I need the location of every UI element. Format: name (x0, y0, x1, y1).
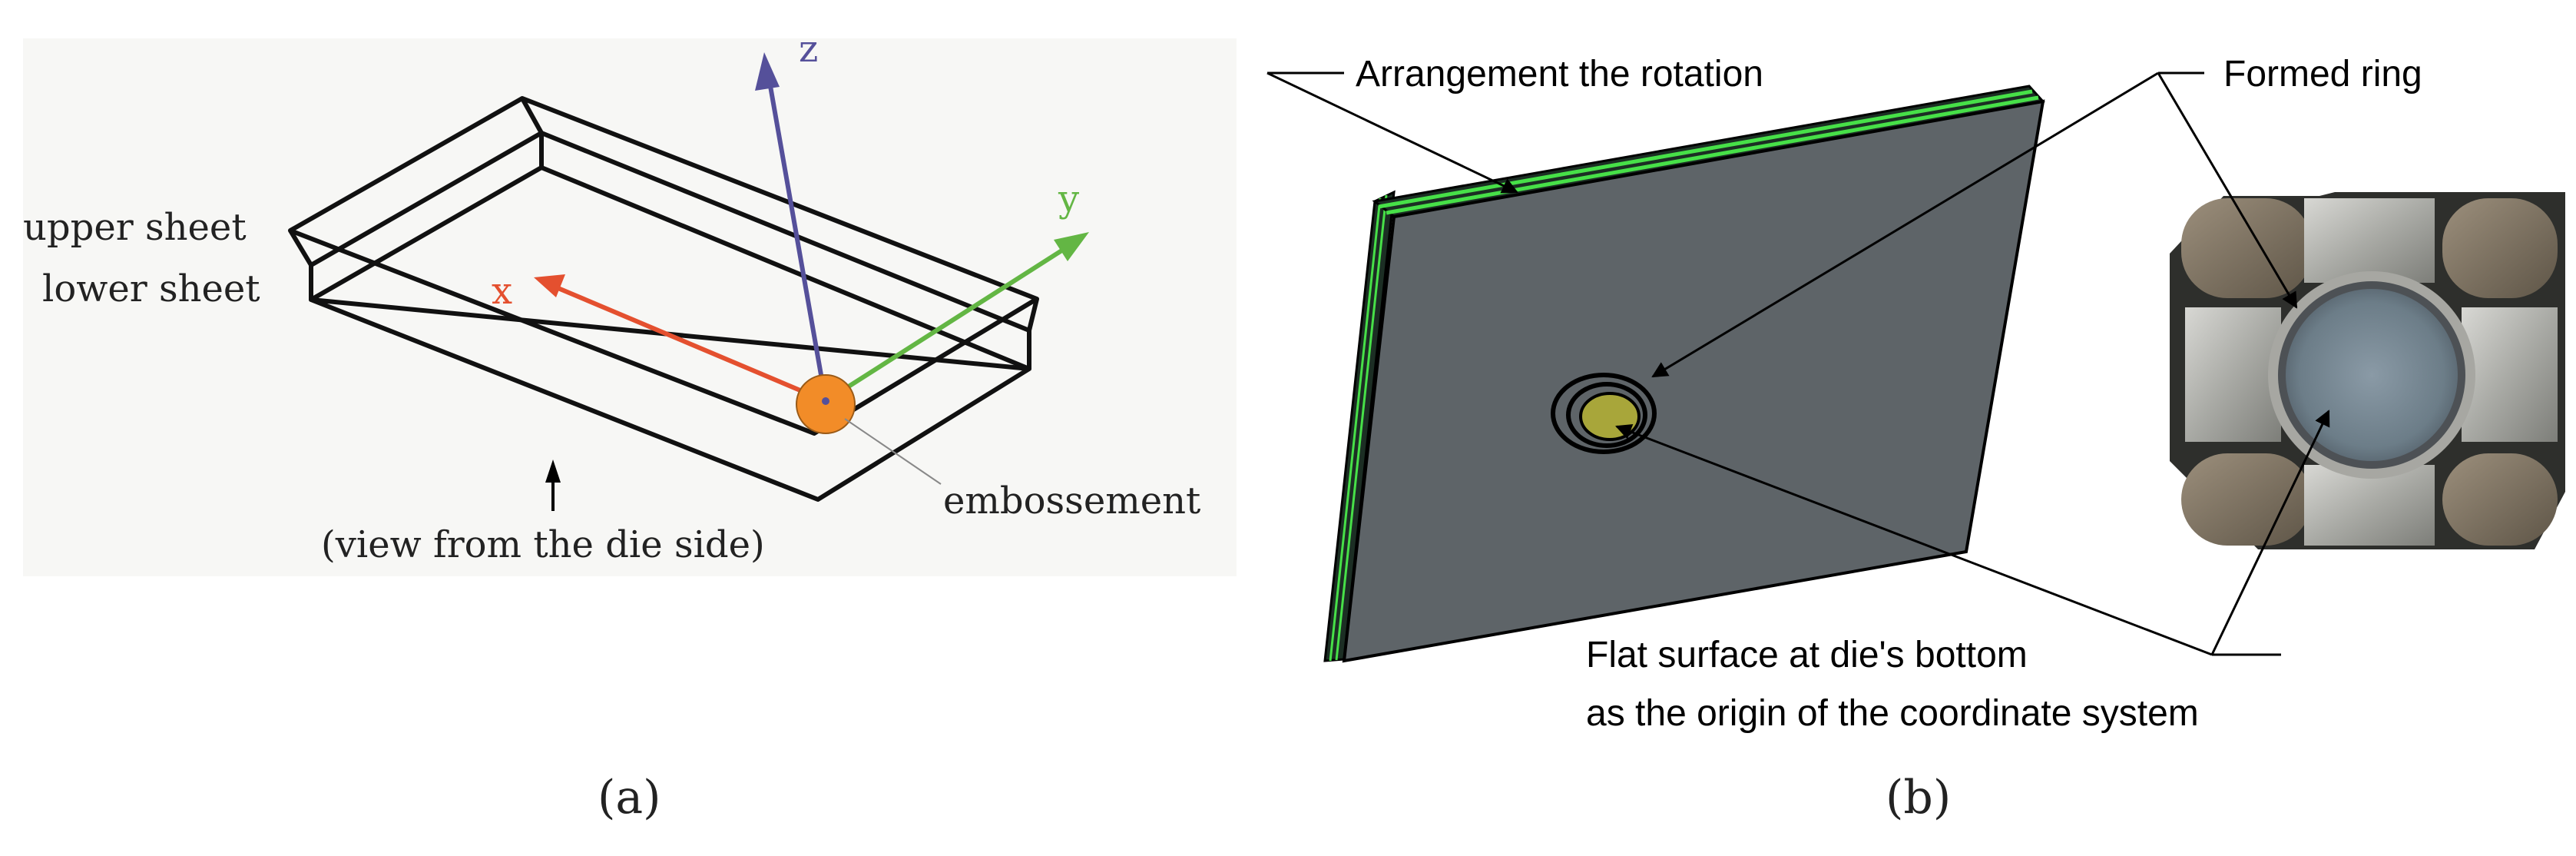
y-axis-arrowhead (1054, 232, 1089, 261)
plate-face (1342, 99, 2045, 663)
green-layer-line-1 (1378, 89, 2033, 209)
arrangement-rotation-label: Arrangement the rotation (1356, 54, 1763, 95)
flat-surface-label-line2: as the origin of the coordinate system (1586, 693, 2199, 734)
flat-surface-label-line1: Flat surface at die's bottom (1586, 635, 2028, 675)
caption-a: (a) (598, 771, 661, 824)
coordinate-axes (534, 52, 1089, 434)
photo-flat-surface (2286, 289, 2458, 461)
formed-ring-photo (2170, 192, 2565, 549)
z-axis-arrow (766, 72, 828, 402)
y-axis-label: y (1058, 178, 1079, 221)
formed-ring-label: Formed ring (2223, 54, 2422, 95)
leader-lines (1266, 71, 2330, 656)
photo-block-right (2462, 307, 2558, 442)
embossement-leader (844, 418, 942, 485)
z-axis-label: z (799, 28, 818, 71)
view-direction-arrow (545, 460, 561, 511)
embossement-label: embossement (943, 479, 1200, 523)
photo-block-left (2185, 307, 2281, 442)
green-layer-line-2 (1386, 95, 2039, 215)
lower-sheet-label: lower sheet (42, 267, 260, 310)
photo-corner-block-tl (2181, 198, 2312, 298)
photo-corner-block-br (2442, 453, 2558, 546)
upper-sheet-front-edge (288, 229, 313, 267)
x-axis-arrowhead (534, 274, 565, 297)
panel-a: z y x upper sheet lower sheet embossemen… (23, 28, 1237, 824)
panel-b: Arrangement the rotation Formed ring Fla… (1266, 54, 2565, 824)
caption-b: (b) (1886, 771, 1951, 824)
x-axis-label: x (492, 270, 512, 313)
photo-block-top (2304, 198, 2435, 283)
upper-sheet-label: upper sheet (23, 206, 247, 249)
y-axis-arrow (824, 242, 1073, 403)
x-axis-arrow (553, 284, 827, 403)
view-note: (view from the die side) (321, 523, 765, 566)
plate-model (1323, 85, 2045, 663)
photo-corner-block-bl (2181, 453, 2312, 546)
photo-corner-block-tr (2442, 198, 2558, 298)
z-axis-arrowhead (755, 52, 780, 91)
